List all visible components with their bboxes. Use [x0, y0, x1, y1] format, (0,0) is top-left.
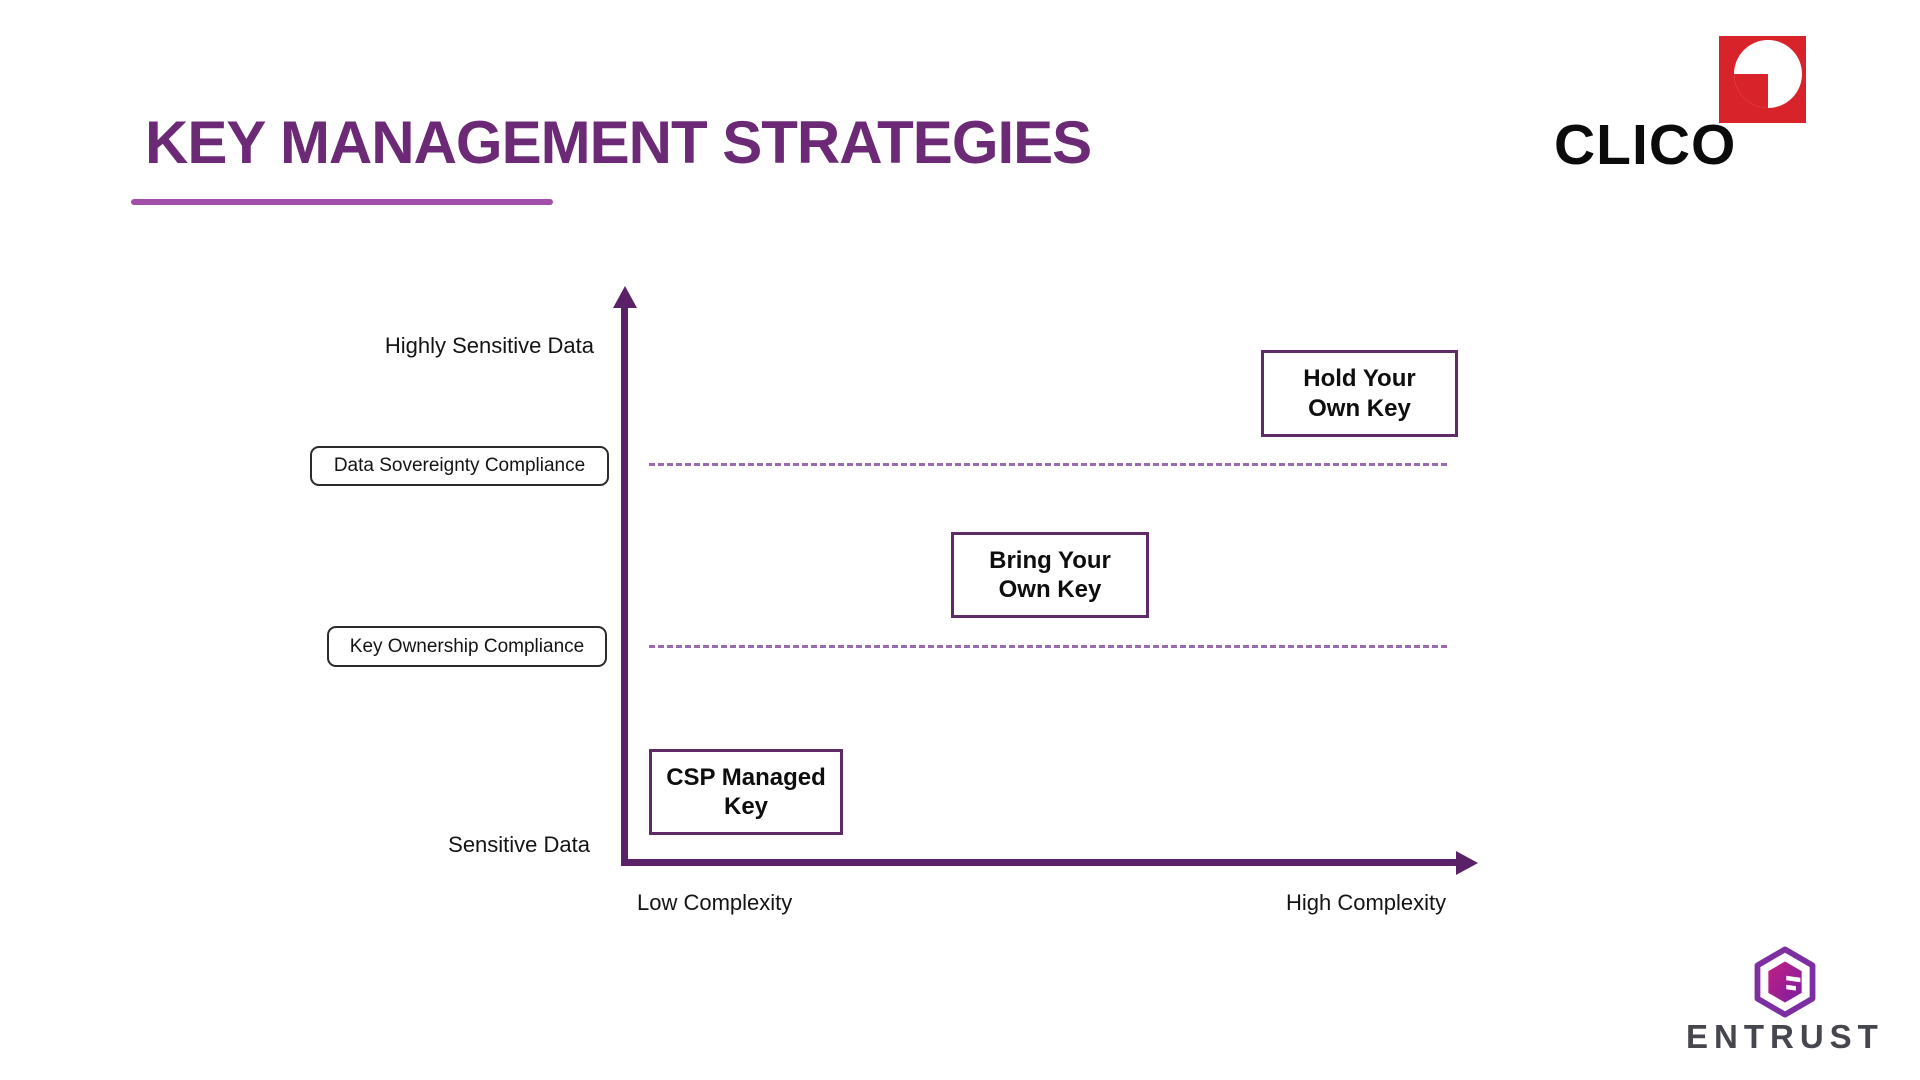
entrust-logo: ENTRUST: [1680, 944, 1910, 1055]
y-axis-line: [621, 300, 628, 863]
clico-logo: CLICO: [1550, 30, 1820, 177]
strategy-box-bring-your-own-key: Bring Your Own Key: [951, 532, 1149, 618]
x-axis-arrowhead-icon: [1456, 851, 1478, 875]
threshold-label-text: Key Ownership Compliance: [349, 635, 585, 657]
x-axis-label-high: High Complexity: [1286, 890, 1447, 915]
threshold-line-data-sovereignty: [649, 463, 1447, 466]
strategy-box-hold-your-own-key: Hold Your Own Key: [1261, 350, 1458, 437]
entrust-logo-icon: [1753, 946, 1817, 1023]
threshold-line-key-ownership: [649, 645, 1447, 648]
page-title: KEY MANAGEMENT STRATEGIES: [145, 109, 1092, 176]
strategy-box-label: Hold Your Own Key: [1303, 365, 1416, 422]
threshold-label-key-ownership: Key Ownership Compliance: [327, 626, 607, 667]
strategy-box-label: Bring Your Own Key: [989, 546, 1111, 603]
entrust-logo-text: ENTRUST: [1686, 1018, 1884, 1055]
title-underline: [131, 199, 553, 205]
y-axis-arrowhead-icon: [613, 286, 637, 308]
y-axis-label-low: Sensitive Data: [448, 832, 590, 857]
clico-logo-icon: [1719, 36, 1806, 128]
threshold-label-data-sovereignty: Data Sovereignty Compliance: [310, 446, 609, 486]
x-axis-label-low: Low Complexity: [637, 890, 793, 915]
strategy-box-label: CSP Managed Key: [666, 763, 826, 820]
strategy-box-csp-managed-key: CSP Managed Key: [649, 749, 843, 835]
threshold-label-text: Data Sovereignty Compliance: [333, 455, 586, 476]
clico-logo-text: CLICO: [1554, 113, 1737, 177]
y-axis-label-high: Highly Sensitive Data: [384, 333, 594, 358]
x-axis-line: [621, 859, 1462, 866]
